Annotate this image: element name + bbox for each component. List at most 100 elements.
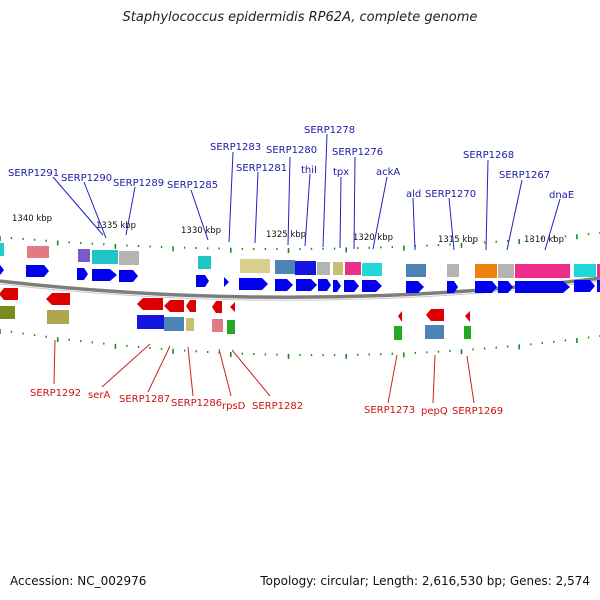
forward-gene-arrow[interactable] [92,269,117,281]
feature-box[interactable] [275,260,295,274]
feature-box[interactable] [333,262,343,275]
upper-feature-boxes [0,243,600,278]
feature-box[interactable] [0,243,4,256]
reverse-gene-arrow[interactable] [186,300,196,312]
tick-marks-bottom [0,329,600,359]
gene-label[interactable]: SERP1291 [8,168,59,179]
kbp-tick-label: 1330 kbp [181,226,221,236]
forward-gene-arrow[interactable] [275,279,293,291]
reverse-gene-arrow[interactable] [0,288,18,300]
gene-label[interactable]: SERP1282 [252,401,303,412]
feature-box[interactable] [394,326,402,340]
gene-label[interactable]: SERP1289 [113,178,164,189]
feature-box[interactable] [0,306,15,319]
gene-label[interactable]: SERP1292 [30,388,81,399]
forward-gene-arrow[interactable] [333,280,341,292]
feature-box[interactable] [464,326,471,339]
feature-box[interactable] [317,262,330,275]
reverse-gene-arrow[interactable] [426,309,444,321]
feature-box[interactable] [212,319,223,332]
gene-label[interactable]: SERP1283 [210,142,261,153]
reverse-gene-arrow[interactable] [46,293,70,305]
kbp-tick-label: 1335 kbp [96,221,136,231]
lower-feature-boxes [0,306,471,340]
forward-gene-arrow[interactable] [406,281,424,293]
forward-gene-arrow[interactable] [196,275,209,287]
feature-box[interactable] [119,251,139,265]
gene-label[interactable]: SERP1267 [499,170,550,181]
kbp-tick-label: 1340 kbp [12,214,52,224]
gene-label[interactable]: SERP1273 [364,405,415,416]
gene-label[interactable]: ald [406,189,421,200]
feature-box[interactable] [475,264,497,278]
feature-box[interactable] [198,256,211,269]
forward-gene-arrow[interactable] [344,280,359,292]
feature-box[interactable] [515,264,570,278]
forward-genes [0,265,600,293]
feature-box[interactable] [164,317,184,331]
forward-gene-arrow[interactable] [362,280,382,292]
gene-label[interactable]: serA [88,390,110,401]
feature-box[interactable] [362,263,382,276]
gene-label[interactable]: SERP1281 [236,163,287,174]
reverse-gene-arrow[interactable] [465,311,470,322]
gene-label[interactable]: SERP1280 [266,145,317,156]
feature-box[interactable] [345,262,361,275]
feature-box[interactable] [406,264,426,277]
gene-label[interactable]: thiI [301,165,317,176]
gene-label[interactable]: ackA [376,167,400,178]
feature-box[interactable] [137,315,164,329]
gene-label[interactable]: pepQ [421,406,448,417]
reverse-gene-arrow[interactable] [398,311,402,322]
reverse-gene-arrow[interactable] [164,300,184,312]
kbp-scale: 1340 kbp 1335 kbp 1330 kbp 1325 kbp 1320… [12,214,564,245]
feature-box[interactable] [574,264,596,277]
feature-box[interactable] [295,261,316,275]
forward-gene-arrow[interactable] [26,265,49,277]
forward-gene-arrow[interactable] [597,280,600,292]
forward-gene-arrow[interactable] [498,281,513,293]
feature-box[interactable] [92,250,118,264]
forward-gene-arrow[interactable] [475,281,497,293]
gene-label[interactable]: SERP1269 [452,406,503,417]
reverse-gene-arrow[interactable] [212,301,222,313]
feature-box[interactable] [425,325,444,339]
feature-box[interactable] [240,259,270,273]
forward-gene-arrow[interactable] [296,279,317,291]
gene-label[interactable]: SERP1286 [171,398,222,409]
feature-box[interactable] [447,264,459,277]
gene-label[interactable]: SERP1285 [167,180,218,191]
gene-label[interactable]: SERP1270 [425,189,476,200]
feature-box[interactable] [47,310,69,324]
gene-label[interactable]: tpx [333,167,349,178]
forward-gene-arrow[interactable] [318,279,331,291]
forward-gene-arrow[interactable] [77,268,88,280]
feature-box[interactable] [498,264,514,278]
forward-gene-arrow[interactable] [0,265,4,275]
gene-label[interactable]: rpsD [222,401,246,412]
forward-gene-arrow[interactable] [447,281,458,293]
gene-label[interactable]: SERP1290 [61,173,112,184]
gene-label[interactable]: dnaE [549,190,574,201]
accession-text: Accession: NC_002976 [10,574,147,588]
kbp-tick-label: 1320 kbp [353,233,393,243]
gene-label[interactable]: SERP1287 [119,394,170,405]
top-leader-lines [52,133,561,251]
forward-gene-arrow[interactable] [239,278,268,290]
feature-box[interactable] [78,249,90,262]
forward-gene-arrow[interactable] [119,270,138,282]
reverse-gene-arrow[interactable] [230,302,235,312]
feature-box[interactable] [186,318,194,331]
forward-gene-arrow[interactable] [224,277,229,287]
forward-gene-arrow[interactable] [515,281,570,293]
reverse-gene-arrow[interactable] [137,298,163,310]
forward-gene-arrow[interactable] [574,280,595,292]
gene-label[interactable]: SERP1268 [463,150,514,161]
feature-box[interactable] [597,264,600,277]
gene-label[interactable]: SERP1276 [332,147,383,158]
feature-box[interactable] [27,246,49,258]
gene-label[interactable]: SERP1278 [304,125,355,136]
bottom-leader-lines [53,339,475,404]
feature-box[interactable] [227,320,235,334]
